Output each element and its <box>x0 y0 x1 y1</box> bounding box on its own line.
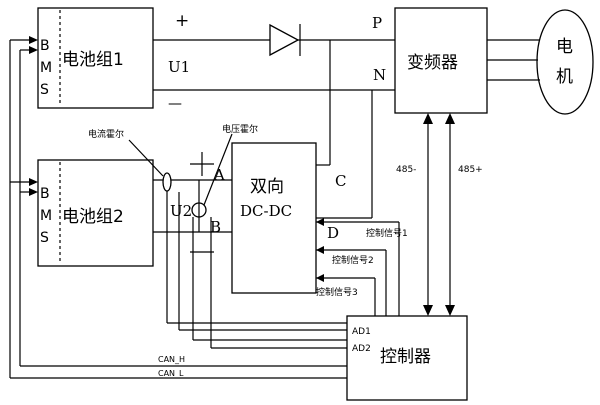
b-label: B <box>210 218 221 236</box>
can-h-label: CAN_H <box>158 355 185 364</box>
bms1-s: S <box>40 82 49 98</box>
controller-box <box>346 315 468 401</box>
battery-pack-2 <box>37 159 154 267</box>
battery-pack-1 <box>37 7 154 109</box>
n-label: N <box>373 66 386 84</box>
dcdc-label-2: DC-DC <box>240 202 292 220</box>
p-label: P <box>372 14 382 32</box>
dcdc-box <box>231 142 317 294</box>
bms1-b: B <box>40 38 50 54</box>
ad1-label: AD1 <box>352 327 371 337</box>
u1-minus-label: — <box>168 96 182 112</box>
bms2-m: M <box>40 208 52 224</box>
motor-label-2: 机 <box>556 67 573 87</box>
d-label: D <box>327 224 339 242</box>
controller-label: 控制器 <box>380 347 431 367</box>
voltage-hall-label: 电压霍尔 <box>222 123 258 135</box>
control-signal-2-label: 控制信号2 <box>332 254 374 266</box>
rs485-plus-label: 485+ <box>458 165 483 175</box>
bms-feedback-lines <box>9 36 347 379</box>
bms2-b: B <box>40 186 50 202</box>
battery1-label: 电池组1 <box>62 50 124 70</box>
dcdc-label-1: 双向 <box>250 177 284 197</box>
c-label: C <box>335 172 346 190</box>
motor-phases <box>487 39 540 81</box>
bms2-s: S <box>40 230 49 246</box>
inverter-label: 变频器 <box>407 53 458 73</box>
control-signal-3-label: 控制信号3 <box>316 286 358 298</box>
battery2-label: 电池组2 <box>62 207 124 227</box>
rs485-links <box>423 113 455 316</box>
u2-label: U2 <box>170 202 192 220</box>
can-l-label: CAN_L <box>158 369 184 378</box>
rs485-minus-label: 485- <box>396 165 416 175</box>
control-signal-wires <box>316 218 400 316</box>
ad2-label: AD2 <box>352 344 371 354</box>
u1-plus-label: + <box>175 11 189 31</box>
control-signal-1-label: 控制信号1 <box>366 227 408 239</box>
motor <box>536 9 594 115</box>
analog-signal-wires <box>166 191 347 349</box>
bms1-m: M <box>40 60 52 76</box>
u1-label: U1 <box>168 58 190 76</box>
motor-label-1: 电 <box>556 37 573 57</box>
text-labels: B M S 电池组1 B M S 电池组2 + U1 — P N 变频器 电 机… <box>40 11 573 378</box>
a-label: A <box>213 166 225 184</box>
current-hall-label: 电流霍尔 <box>88 128 124 140</box>
main-bus <box>153 23 395 219</box>
